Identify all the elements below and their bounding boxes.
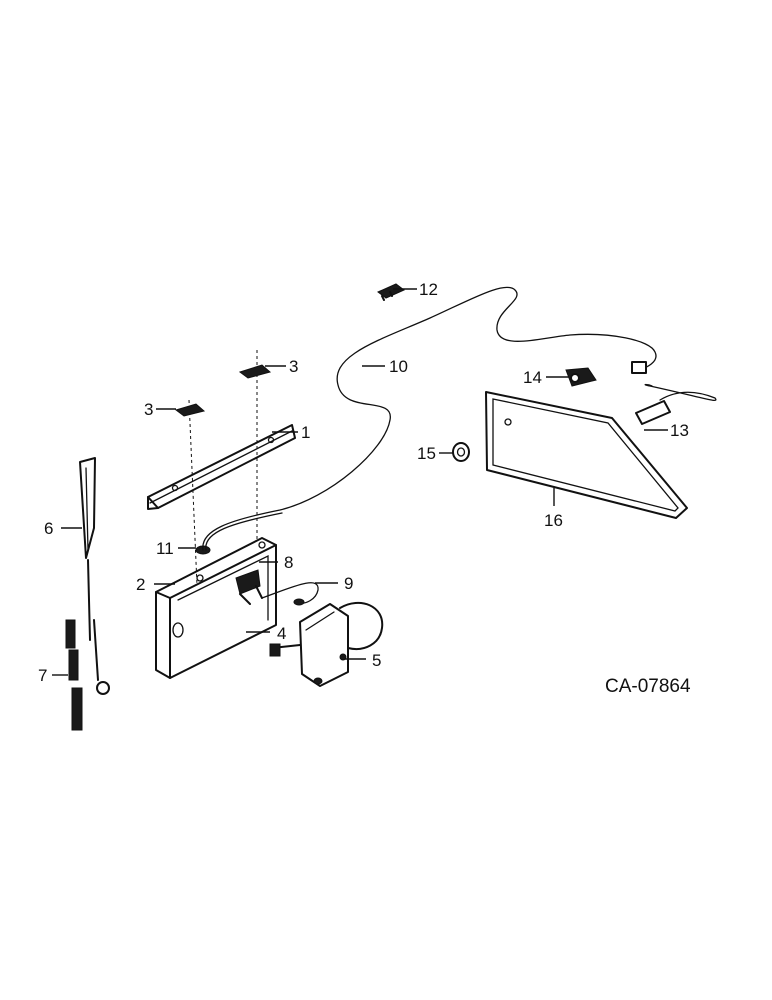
callout-3-left: 3 [144,400,153,419]
part-6-wiper-arm [79,457,110,695]
part-1-bracket [147,424,296,510]
part-15-button [452,442,470,462]
callout-16: 16 [544,511,563,530]
callout-6: 6 [44,519,53,538]
callout-15: 15 [417,444,436,463]
part-2-housing [155,537,277,679]
callout-8: 8 [284,553,293,572]
callout-13: 13 [670,421,689,440]
callout-10: 10 [389,357,408,376]
part-12-connector [377,283,405,301]
part-7-wiper-blade [65,619,83,731]
part-3-clips [174,350,272,586]
callout-3-top: 3 [289,357,298,376]
callout-5: 5 [372,651,381,670]
part-14-switch [565,367,597,387]
callout-1: 1 [301,423,310,442]
callout-4: 4 [277,624,286,643]
part-13-plug [631,361,717,425]
part-9-lead-wire [261,582,319,606]
callout-12: 12 [419,280,438,299]
callout-2: 2 [136,575,145,594]
part-5-wiper-motor [269,601,384,687]
part-10-harness [202,286,657,551]
callout-7: 7 [38,666,47,685]
callout-9: 9 [344,574,353,593]
part-8-switch [235,569,263,605]
callout-11: 11 [156,539,174,558]
callout-14: 14 [523,368,542,387]
part-16-panel [485,391,688,519]
drawing-code: CA-07864 [605,676,691,697]
leader-lines [52,288,668,676]
